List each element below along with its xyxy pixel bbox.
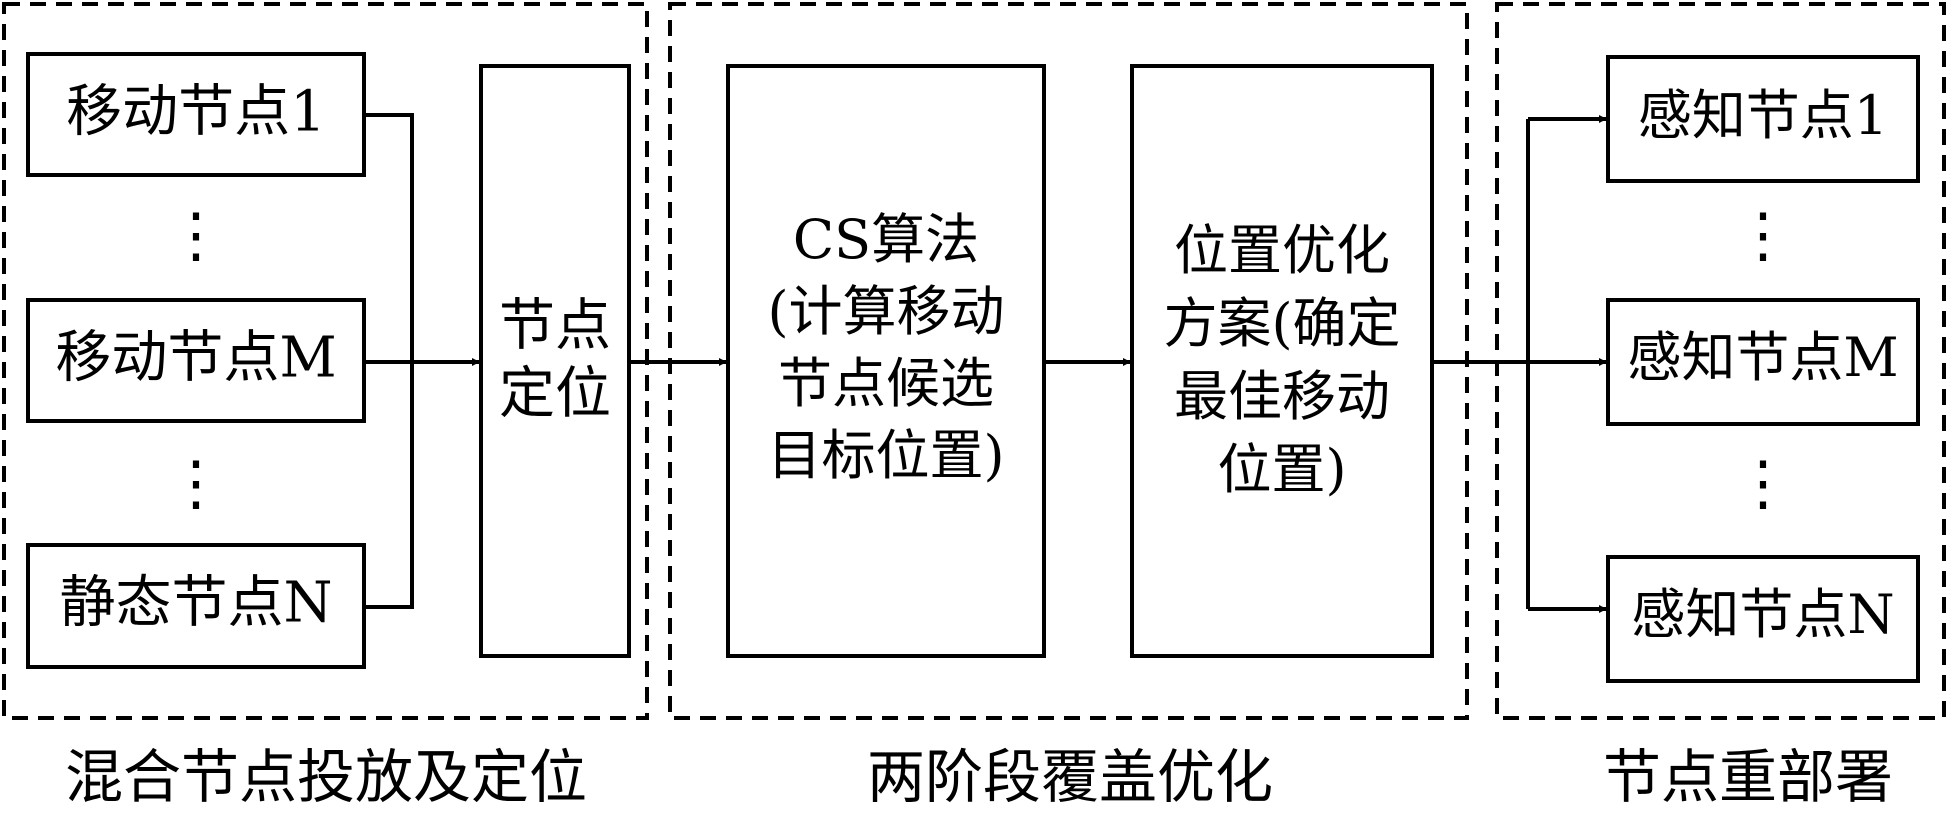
- localization-label-line: 节点: [499, 294, 611, 359]
- input-node-label: 移动节点M: [55, 326, 336, 391]
- optimization-label-line: 方案(确定: [1163, 292, 1400, 355]
- output-node-sensing-m: 感知节点M: [1606, 298, 1920, 426]
- optimization-label-line: 位置优化: [1174, 219, 1390, 282]
- cs-algorithm-label-line: (计算移动: [767, 280, 1004, 343]
- input-node-mobile-1: 移动节点1: [26, 52, 366, 177]
- localization-box: 节点 定位: [479, 64, 631, 658]
- optimization-label-line: 位置): [1217, 438, 1346, 501]
- caption-node-redeployment: 节点重部署: [1603, 743, 1893, 811]
- input-node-mobile-m: 移动节点M: [26, 298, 366, 423]
- output-node-label: 感知节点1: [1638, 84, 1888, 147]
- ellipsis-marker: ⋮: [1733, 201, 1793, 271]
- caption-two-stage-optimization: 两阶段覆盖优化: [867, 743, 1273, 811]
- cs-algorithm-label-line: 节点候选: [778, 352, 994, 415]
- output-node-sensing-n: 感知节点N: [1606, 555, 1920, 683]
- optimization-label-line: 最佳移动: [1174, 365, 1390, 428]
- output-node-sensing-1: 感知节点1: [1606, 55, 1920, 183]
- output-node-label: 感知节点N: [1631, 583, 1894, 646]
- ellipsis-marker: ⋮: [1733, 449, 1793, 519]
- position-optimization-box: 位置优化 方案(确定 最佳移动 位置): [1130, 64, 1434, 658]
- output-node-label: 感知节点M: [1627, 326, 1898, 389]
- input-node-label: 静态节点N: [60, 571, 333, 636]
- ellipsis-marker: ⋮: [166, 449, 226, 519]
- cs-algorithm-label-line: CS算法: [793, 208, 979, 271]
- caption-placement-localization: 混合节点投放及定位: [65, 743, 587, 811]
- input-node-static-n: 静态节点N: [26, 543, 366, 669]
- input-node-label: 移动节点1: [66, 80, 326, 145]
- cs-algorithm-label-line: 目标位置): [767, 424, 1004, 487]
- ellipsis-marker: ⋮: [166, 201, 226, 271]
- cs-algorithm-box: CS算法 (计算移动 节点候选 目标位置): [726, 64, 1046, 658]
- localization-label-line: 定位: [499, 362, 611, 427]
